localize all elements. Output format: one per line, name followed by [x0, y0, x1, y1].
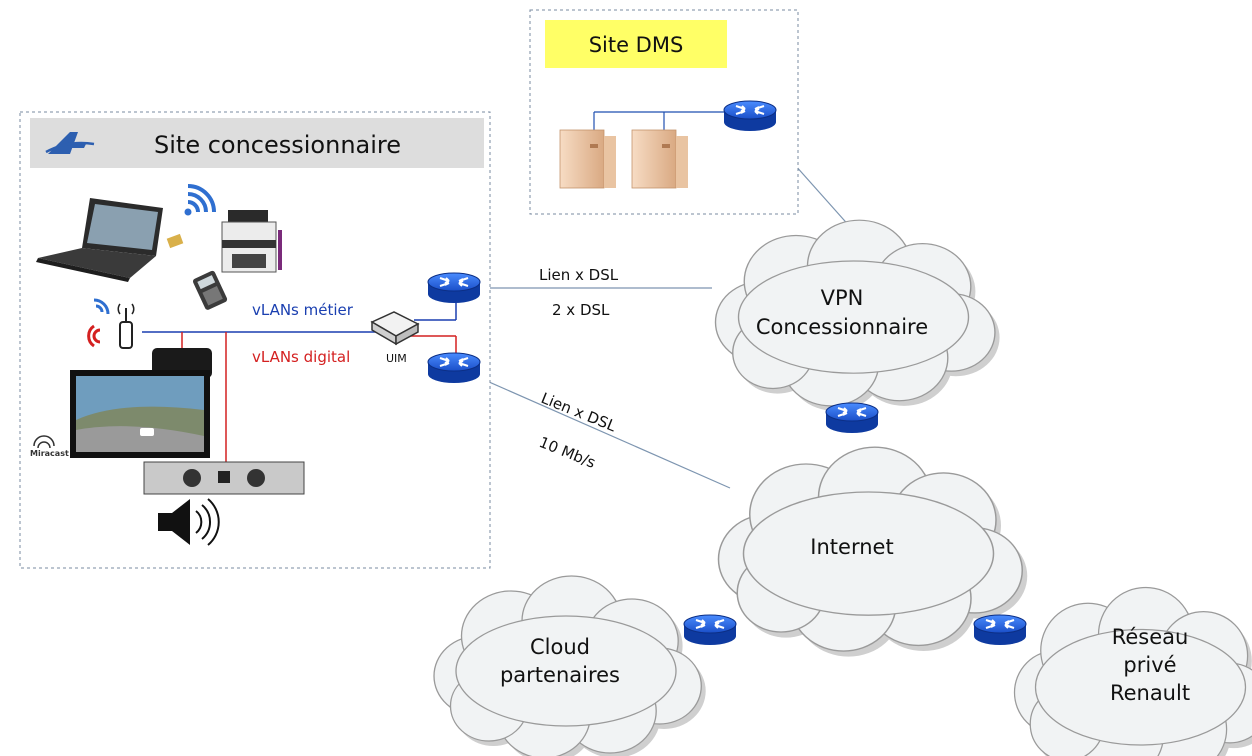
server-icon: [631, 129, 688, 189]
dealer-header-bar: [30, 118, 484, 168]
laptop-icon: [36, 198, 163, 282]
cloud-vpn-label-2: Concessionnaire: [756, 315, 928, 339]
screen-icon: [70, 370, 210, 458]
wifi-icon: [87, 324, 101, 348]
cloud-internet-label: Internet: [810, 535, 893, 559]
internet-link-label-2: 10 Mb/s: [537, 433, 599, 472]
router-icon: [683, 614, 737, 646]
printer-icon: [221, 210, 282, 273]
uim-label: UIM: [386, 352, 407, 365]
dms-site: Site DMS: [529, 9, 799, 215]
alpine-logo-icon: [45, 132, 95, 154]
dealer-site: Site concessionnaire: [19, 111, 491, 569]
vpn-link-label-2: 2 x DSL: [552, 301, 610, 319]
cloud-renault-label-2: privé: [1123, 653, 1176, 677]
cloud-partners-label-2: partenaires: [500, 663, 620, 687]
router-icon: [723, 100, 777, 132]
server-icon: [559, 129, 616, 189]
cloud-renault-label-1: Réseau: [1112, 625, 1189, 649]
speaker-icon: [158, 498, 220, 546]
access-point-icon: [117, 303, 135, 349]
amplifier-icon: [143, 461, 305, 495]
wifi-icon: [93, 298, 110, 315]
router-icon: [825, 402, 879, 434]
dealer-internet-link: [479, 377, 731, 489]
cloud-vpn-label-1: VPN: [821, 286, 864, 310]
card-icon: [166, 233, 184, 249]
router-icon: [973, 614, 1027, 646]
cloud-partners-label-1: Cloud: [530, 635, 590, 659]
vpn-link-label-1: Lien x DSL: [539, 266, 619, 284]
cloud-renault-label-3: Renault: [1110, 681, 1190, 705]
internet-link-label-1: Lien x DSL: [539, 389, 620, 436]
dms-site-title: Site DMS: [589, 33, 684, 57]
dealer-site-title: Site concessionnaire: [154, 131, 401, 159]
router-icon: [427, 352, 481, 384]
router-icon: [427, 272, 481, 304]
miracast-label: Miracast: [30, 449, 69, 458]
payment-terminal-icon: [192, 270, 228, 310]
miracast-icon: [33, 435, 55, 449]
uim-switch-icon: [370, 311, 420, 346]
wifi-icon: [184, 184, 216, 216]
dms-title-box: [545, 20, 727, 68]
vlan-business-label: vLANs métier: [252, 301, 354, 319]
vlan-digital-label: vLANs digital: [252, 348, 350, 366]
